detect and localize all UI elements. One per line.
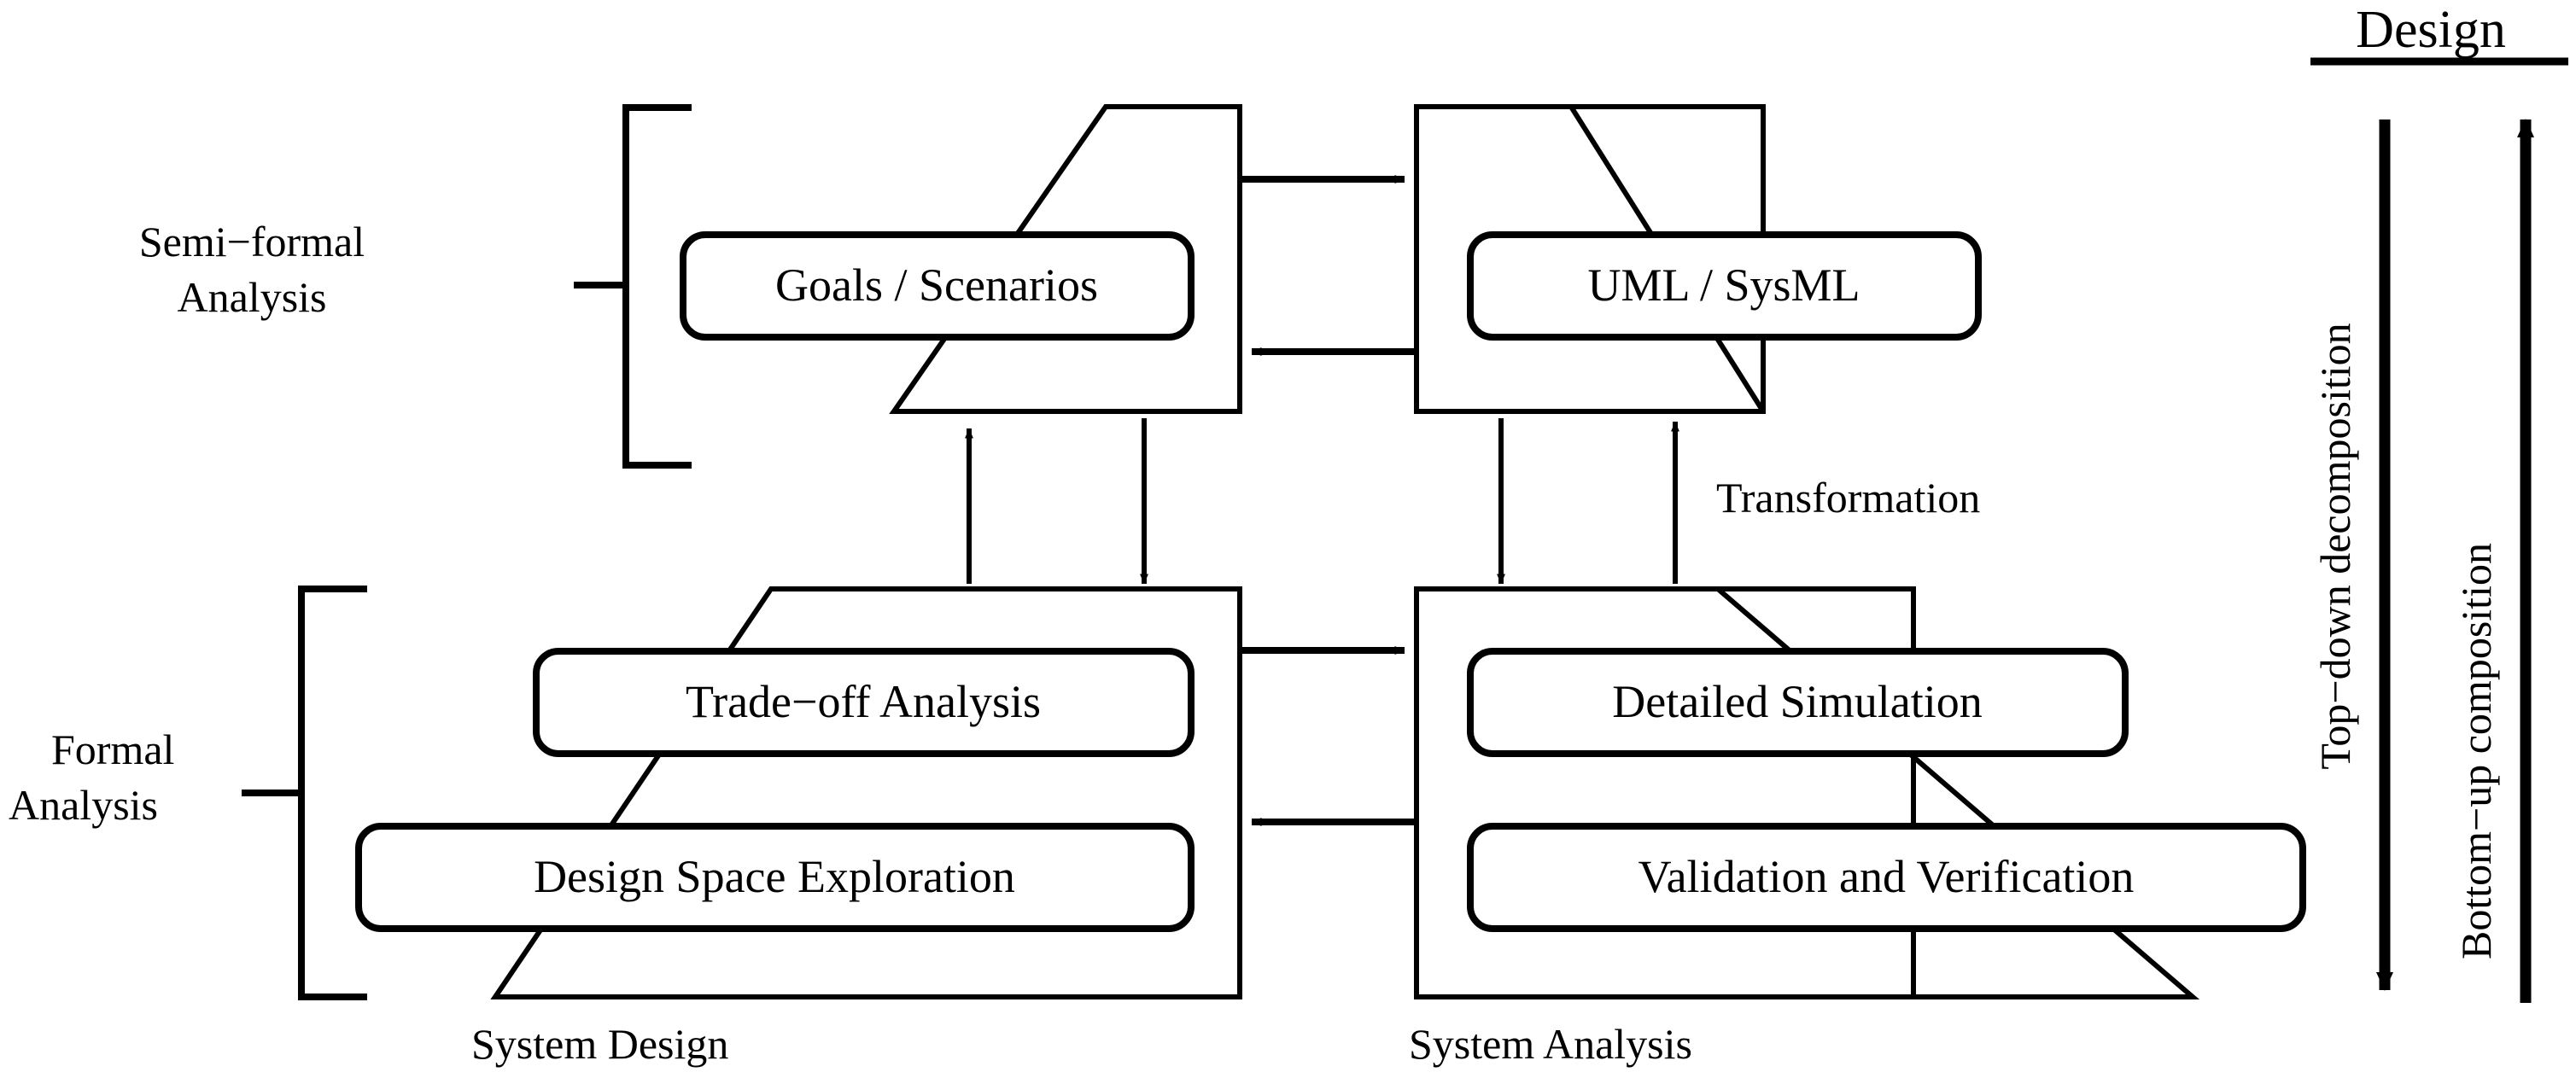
label-transformation: Transformation	[1716, 474, 1980, 522]
node-goals-scenarios[interactable]	[680, 231, 1195, 341]
node-uml-sysml[interactable]	[1467, 231, 1982, 341]
node-design-space-exploration[interactable]	[355, 823, 1195, 932]
label-top-down-decomposition: Top−down decomposition	[2311, 323, 2359, 769]
node-label-trade-off-analysis: Trade−off Analysis	[686, 676, 1041, 727]
node-detailed-simulation[interactable]	[1467, 648, 2129, 757]
caption-system-analysis: System Analysis	[1409, 1020, 1692, 1068]
label-semi-formal-line1: Semi−formal	[139, 218, 365, 265]
label-formal-line2: Analysis	[9, 781, 158, 829]
label-bottom-up-composition: Bottom−up composition	[2452, 543, 2500, 959]
node-trade-off-analysis[interactable]	[533, 648, 1195, 757]
label-semi-formal-line2: Analysis	[178, 273, 327, 321]
caption-system-design: System Design	[471, 1020, 728, 1068]
node-label-goals-scenarios: Goals / Scenarios	[775, 259, 1098, 311]
node-label-uml-sysml: UML / SysML	[1587, 259, 1860, 311]
node-label-design-space-exploration: Design Space Exploration	[534, 851, 1015, 902]
bracket-semi-formal	[574, 104, 692, 469]
label-formal-line1: Formal	[51, 725, 174, 773]
node-validation-verification[interactable]	[1467, 823, 2306, 932]
node-label-validation-verification: Validation and Verification	[1638, 851, 2135, 902]
bracket-formal	[242, 586, 367, 1000]
node-label-detailed-simulation: Detailed Simulation	[1612, 676, 1982, 727]
design-title: Design	[2356, 1, 2506, 59]
